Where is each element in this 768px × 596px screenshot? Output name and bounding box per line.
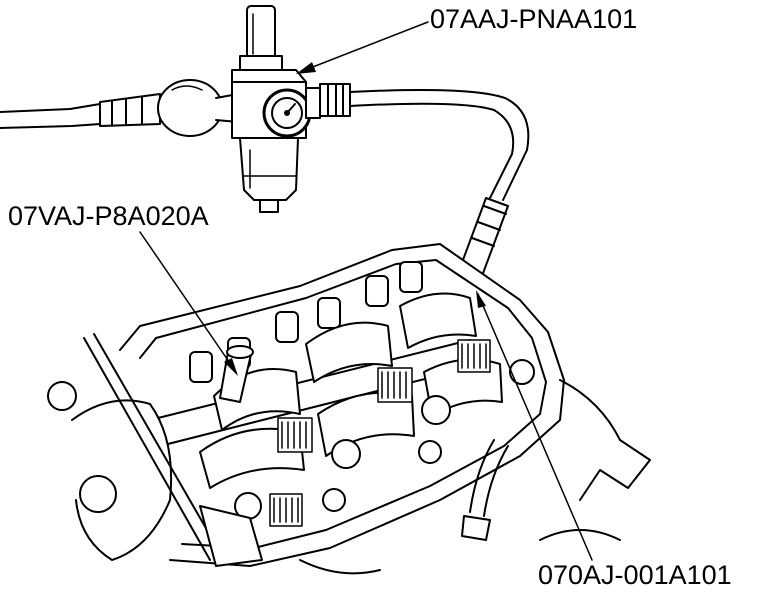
- pressure-regulator: [231, 5, 351, 213]
- timing-side-housing: [47, 333, 263, 567]
- rocker-row-front: [234, 359, 535, 520]
- lower-right-detail: [299, 379, 651, 575]
- adapter-part-number: 070AJ-001A101: [538, 560, 732, 590]
- air-hose-inlet: [0, 79, 239, 137]
- callout-leaders: [139, 21, 593, 561]
- cylinder-head: [119, 243, 565, 567]
- rocker-row-rear: [189, 261, 423, 383]
- stopper-part-number: 07VAJ-P8A020A: [8, 201, 209, 231]
- valve-springs: [269, 339, 491, 527]
- gauge-icon: [262, 88, 312, 138]
- regulator-part-number: 07AAJ-PNAA101: [430, 4, 638, 34]
